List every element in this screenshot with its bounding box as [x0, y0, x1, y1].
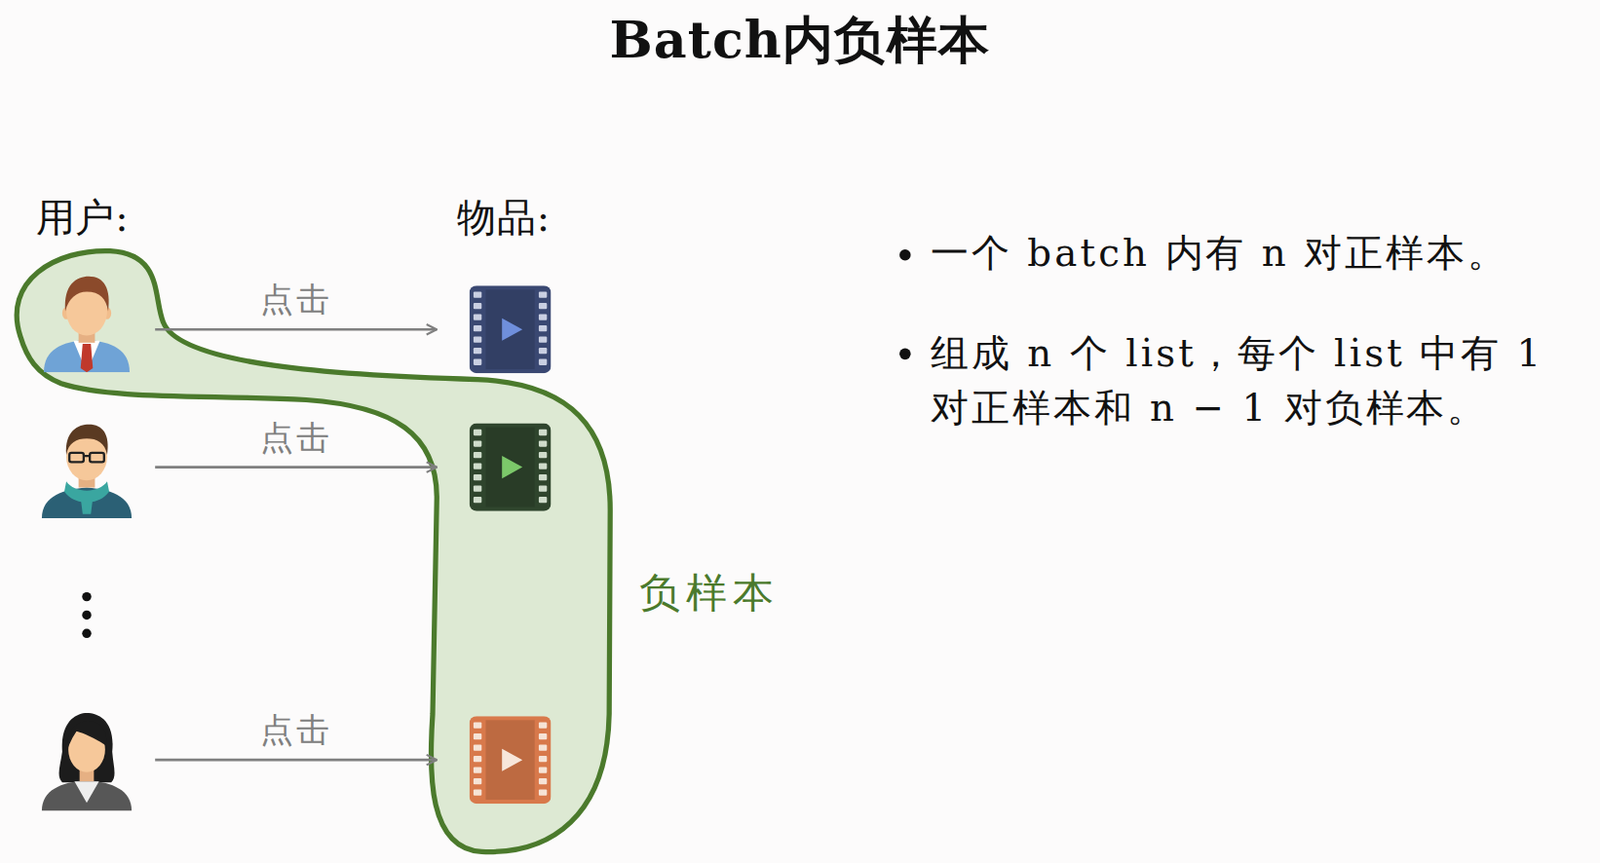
icon-part	[473, 337, 482, 343]
icon-part	[469, 285, 552, 374]
bullet	[899, 249, 912, 262]
group-outline-layer	[16, 251, 610, 853]
user-icon	[36, 416, 139, 519]
video-icon	[469, 423, 552, 512]
icon-part	[538, 462, 547, 469]
icon-part	[74, 781, 99, 803]
column-header: 物品:	[457, 191, 601, 243]
icon-part	[538, 325, 547, 332]
icon-part	[83, 455, 90, 458]
icon-part	[469, 423, 552, 512]
bullet-text: 组成 n 个 list，每个 list 中有 1 对正样本和 n − 1 对负样…	[930, 326, 1597, 437]
edge-label: 点击	[224, 278, 368, 324]
icon-part	[73, 341, 100, 373]
icon-part	[473, 733, 482, 740]
icon-part	[501, 318, 523, 342]
video-icon	[469, 285, 552, 374]
icon-part	[65, 276, 110, 312]
dot	[81, 629, 91, 639]
icon-part	[538, 440, 547, 447]
click-arrow	[154, 465, 437, 469]
icon-part	[538, 790, 547, 797]
icon-part	[473, 485, 482, 492]
icon-part	[485, 720, 534, 800]
icon-part	[473, 291, 482, 298]
icon-part	[538, 722, 547, 728]
item-node	[436, 419, 555, 515]
edge-label: 点击	[224, 709, 368, 755]
icon-part	[538, 485, 547, 492]
icon-part	[473, 496, 482, 503]
title: Batch内负样本	[0, 5, 1600, 75]
icon-part	[473, 778, 482, 785]
icon-part	[501, 749, 523, 772]
dot	[81, 592, 91, 602]
icon-part	[485, 289, 534, 370]
group-label: 负样本	[639, 565, 781, 622]
icon-part	[538, 359, 547, 366]
icon-part	[473, 790, 482, 797]
column-header: 用户:	[36, 191, 180, 243]
edge-label: 点击	[224, 416, 368, 461]
user-node	[40, 408, 155, 527]
icon-part	[538, 744, 547, 751]
icon-part	[80, 497, 94, 515]
icon-part	[43, 340, 130, 374]
icon-part	[469, 716, 552, 804]
icon-part	[538, 347, 547, 354]
icon-part	[473, 347, 482, 354]
group-blob	[16, 251, 610, 853]
icon-part	[538, 303, 547, 309]
icon-part	[473, 474, 482, 481]
icon-part	[538, 756, 547, 762]
user-icon	[36, 270, 139, 374]
icon-part	[473, 325, 482, 332]
icon-part	[473, 452, 482, 458]
icon-part	[89, 453, 105, 462]
icon-part	[538, 429, 547, 436]
icon-part	[473, 359, 482, 366]
user-node	[40, 270, 155, 389]
icon-part	[538, 291, 547, 298]
icon-part	[473, 314, 482, 321]
click-arrow	[154, 328, 437, 332]
item-node	[436, 281, 555, 378]
icon-part	[538, 452, 547, 458]
user-node	[40, 700, 155, 819]
item-node	[436, 712, 555, 808]
icon-part	[473, 303, 482, 309]
icon-part	[538, 766, 547, 773]
icon-part	[501, 456, 523, 479]
icon-part	[538, 337, 547, 343]
bullet	[899, 348, 912, 361]
icon-part	[538, 733, 547, 740]
icon-part	[538, 778, 547, 785]
icon-part	[473, 429, 482, 436]
icon-part	[473, 744, 482, 751]
icon-part	[80, 343, 94, 373]
video-icon	[469, 716, 552, 804]
dot	[81, 610, 91, 620]
bullet-text: 一个 batch 内有 n 对正样本。	[930, 226, 1595, 282]
icon-part	[69, 453, 84, 462]
icon-part	[473, 756, 482, 762]
icon-part	[473, 440, 482, 447]
icon-part	[538, 474, 547, 481]
icon-part	[473, 462, 482, 469]
icon-part	[538, 496, 547, 503]
icon-part	[66, 424, 109, 456]
icon-part	[41, 780, 132, 811]
icon-part	[59, 713, 115, 783]
icon-part	[473, 766, 482, 773]
icon-part	[485, 427, 534, 508]
icon-part	[67, 721, 107, 750]
icon-part	[473, 722, 482, 728]
click-arrow	[154, 759, 437, 762]
icon-part	[538, 314, 547, 321]
user-icon	[36, 709, 139, 812]
